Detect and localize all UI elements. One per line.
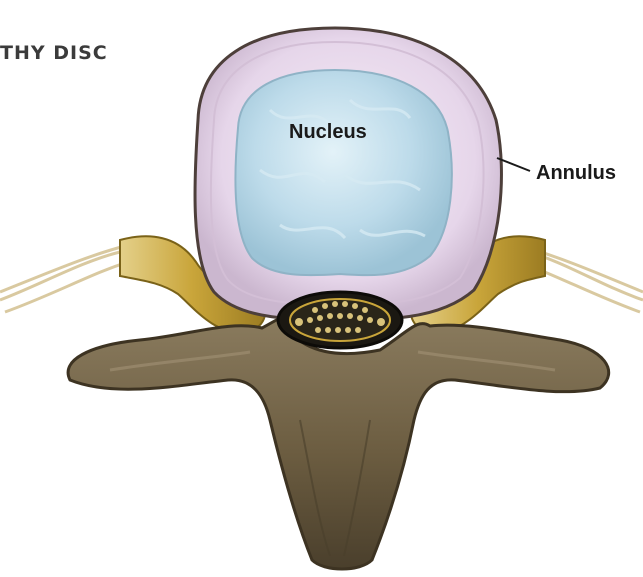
vertebra-bone [68,318,609,569]
nucleus-label: Nucleus [289,121,367,144]
annulus-label: Annulus [536,162,616,185]
diagram-title: THY DISC [0,42,108,64]
nucleus-pulposus [235,70,451,275]
spinal-cord [290,299,390,341]
nerve-fibers-left [0,246,128,312]
